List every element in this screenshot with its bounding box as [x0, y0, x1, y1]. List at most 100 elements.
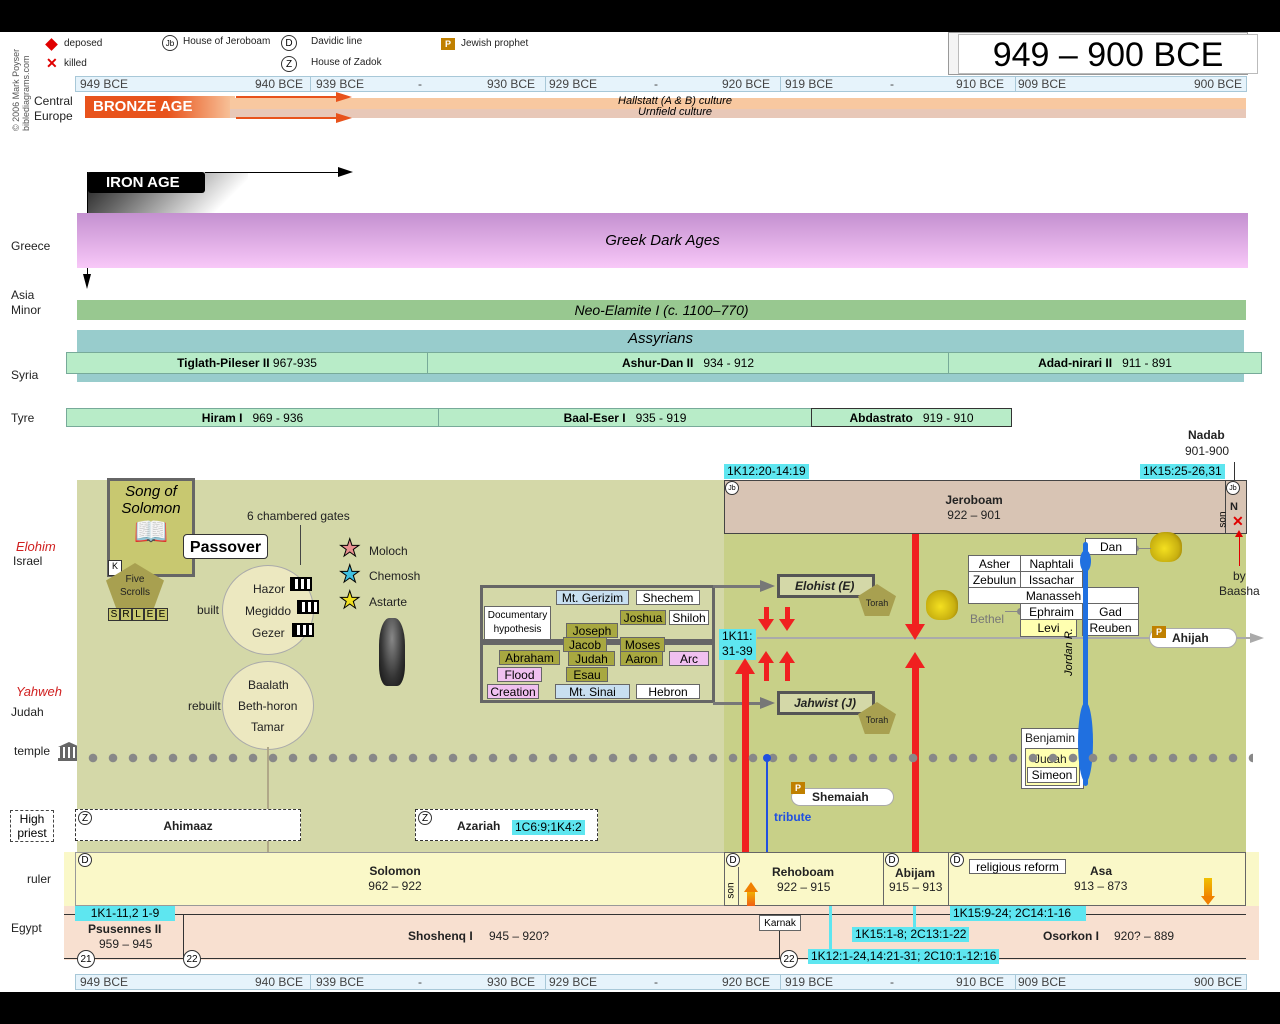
ahijah-prophet-icon: P — [1152, 626, 1166, 638]
timeline-canvas: © 2006 Mark Poyser biblediagrams.com dep… — [0, 32, 1280, 992]
gate-icon-3 — [292, 623, 314, 637]
by-baasha-1: by — [1233, 569, 1246, 583]
row-label-central: Central — [34, 94, 73, 108]
story-judah: Judah — [568, 651, 615, 666]
by-baasha-2: Baasha — [1219, 584, 1260, 598]
built-label: built — [197, 603, 220, 617]
nadab-name: Nadab — [1188, 428, 1225, 442]
ahimaaz-box — [75, 809, 301, 841]
ahijah-label: Ahijah — [1172, 631, 1209, 645]
asa-name: Asa — [1090, 864, 1113, 878]
tick-949: 949 BCE — [80, 77, 129, 91]
credit-line2: biblediagrams.com — [21, 55, 31, 131]
azariah-zadok-icon: Z — [418, 811, 432, 825]
tick-dash-1: - — [256, 77, 260, 91]
moloch-star-icon: ★ — [339, 535, 361, 562]
tribute-label: tribute — [774, 810, 812, 824]
rehoboam-son: son — [725, 882, 737, 899]
tick-bottom-dash-3: - — [654, 975, 658, 989]
god-astarte: Astarte — [369, 595, 408, 609]
psusennes-years: 959 – 945 — [99, 937, 153, 951]
row-label-israel: Israel — [13, 554, 43, 568]
ahimaaz-name: Ahimaaz — [163, 819, 213, 833]
doc-hypothesis-label: Documentary hypothesis — [484, 606, 551, 640]
passover-box: Passover — [183, 534, 268, 559]
nadab-n: N — [1230, 501, 1238, 513]
abijam-years: 915 – 913 — [889, 880, 943, 894]
shemaiah-prophet-icon: P — [791, 782, 805, 794]
astarte-figurine-icon — [379, 618, 405, 686]
rehoboam-arrow-up-icon — [747, 889, 755, 917]
small-arrow-up-1-icon — [764, 663, 769, 681]
asa-box — [948, 852, 1246, 906]
elohist-box — [777, 574, 875, 598]
tick-bottom-930: 930 BCE — [487, 975, 536, 989]
solomon-years: 962 – 922 — [368, 879, 422, 893]
row-label-europe: Europe — [34, 109, 73, 123]
city-baalath: Baalath — [248, 678, 289, 692]
small-arrow-up-2-icon — [785, 663, 790, 681]
gate-icon-2 — [297, 600, 319, 614]
rehoboam-davidic-icon: D — [726, 853, 740, 867]
tick-bottom-939: 939 BCE — [316, 975, 365, 989]
shoshenq-name: Shoshenq I — [408, 929, 473, 943]
story-flood: Flood — [497, 667, 542, 682]
city-tamar: Tamar — [251, 720, 285, 734]
asa-years: 913 – 873 — [1074, 879, 1128, 893]
legend-prophet: Jewish prophet — [461, 38, 529, 49]
temple-icon — [58, 742, 80, 762]
tick-900: 900 BCE — [1194, 77, 1243, 91]
tribe-issachar: Issachar — [1020, 571, 1083, 588]
story-arc: Arc — [669, 651, 709, 666]
tribe-asher: Asher — [968, 555, 1021, 572]
tribute-arrow — [766, 758, 768, 914]
greek-dark-ages-bar: Greek Dark Ages — [77, 213, 1248, 268]
egypt-top-line — [64, 914, 1246, 915]
story-esau: Esau — [566, 667, 608, 682]
jeroboam-name: Jeroboam — [945, 493, 1003, 507]
astarte-star-icon: ★ — [339, 587, 361, 614]
prophet-symbol-icon: P — [441, 38, 455, 50]
tribe-naphtali: Naphtali — [1020, 555, 1083, 572]
tribe-manasseh: Manasseh — [968, 587, 1139, 604]
page-title: 949 – 900 BCE — [958, 34, 1258, 74]
elohist-label: Elohist (E) — [795, 579, 855, 593]
tick-930: 930 BCE — [487, 77, 536, 91]
bronze-age-bar — [85, 96, 235, 118]
five-scrolls-2: Scrolls — [119, 587, 150, 598]
ref-abijam: 1K15:1-8; 2C13:1-22 — [852, 927, 970, 942]
division-line — [757, 637, 1250, 639]
tyre-king-3: Abdastrato 919 - 910 — [811, 408, 1012, 427]
golden-calf-dan-icon — [1150, 532, 1182, 562]
shoshenq-years: 945 – 920? — [489, 929, 550, 943]
bethel-label: Bethel — [970, 612, 1005, 626]
jordan-river — [1083, 542, 1088, 786]
egypt-bottom-line — [64, 958, 1246, 959]
story-joseph: Joseph — [566, 623, 618, 638]
dynasty-21-icon: 21 — [77, 950, 95, 968]
iron-age-box — [88, 172, 205, 193]
ref-jeroboam-left: 1K12:20-14:19 — [724, 464, 809, 479]
tyre-king-2: Baal-Eser I 935 - 919 — [438, 408, 812, 427]
bronze-arrow-1-icon — [236, 96, 336, 98]
tribe-gad: Gad — [1082, 603, 1139, 620]
rebuilt-circle — [222, 661, 314, 750]
gate-icon-1 — [290, 577, 312, 591]
story-abraham: Abraham — [499, 650, 560, 665]
jahwist-torah: Torah — [865, 715, 889, 725]
credit: © 2006 Mark Poyser biblediagrams.com — [4, 36, 34, 136]
scale-top: 949 BCE - 940 BCE 939 BCE - 930 BCE 929 … — [75, 76, 1247, 92]
song-title-2: Solomon — [121, 500, 181, 517]
solomon-davidic-icon: D — [78, 853, 92, 867]
ahimaaz-zadok-icon: Z — [78, 811, 92, 825]
ref-jeroboam-right: 1K15:25-26,31 — [1140, 464, 1225, 479]
tick-929: 929 BCE — [549, 77, 598, 91]
tick-bottom-dash-2: - — [418, 975, 422, 989]
god-chemosh: Chemosh — [369, 569, 421, 583]
tribe-ephraim: Ephraim — [1020, 603, 1083, 620]
city-hazor: Hazor — [253, 582, 286, 596]
tick-909: 909 BCE — [1018, 77, 1067, 91]
row-label-temple: temple — [14, 744, 51, 758]
rehoboam-name: Rehoboam — [772, 865, 835, 879]
neo-elamite-bar: Neo-Elamite I (c. 1100–770) — [77, 300, 1246, 320]
